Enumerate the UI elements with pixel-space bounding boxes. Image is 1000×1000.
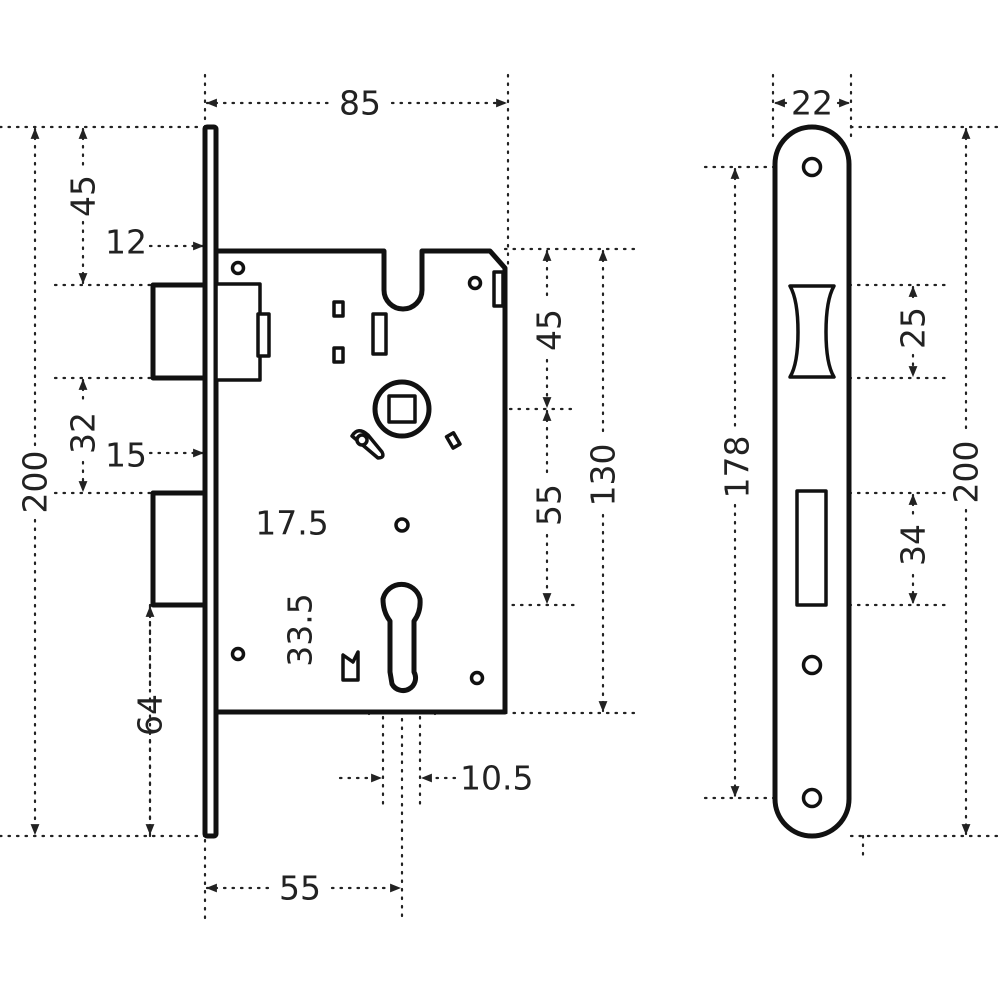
dim-label-25: 25 — [894, 307, 933, 349]
screw-hole-bottom-left — [230, 646, 246, 662]
dim-label-64: 64 — [131, 694, 170, 736]
latch-opening — [788, 284, 836, 379]
faceplate-side — [772, 124, 852, 839]
front-view — [0, 73, 637, 922]
lock-case — [213, 248, 508, 715]
stop-notch — [341, 650, 360, 682]
side-view — [703, 73, 1000, 857]
dim-label-34: 34 — [894, 524, 933, 566]
dim-label-17-5: 17.5 — [255, 504, 328, 543]
slot-small-1 — [332, 300, 345, 318]
slot-tilted — [444, 431, 462, 450]
latch-bolt — [150, 282, 208, 381]
dim-label-32: 32 — [64, 412, 103, 454]
screw-hole-top-left — [230, 260, 246, 276]
slot-tall — [371, 312, 388, 356]
slot-small-2 — [332, 346, 345, 364]
dim-label-10-5: 10.5 — [460, 759, 533, 798]
dim-label-15: 15 — [105, 436, 147, 475]
cylinder-cutout — [380, 581, 423, 694]
cylinder-center-mark — [394, 517, 410, 533]
case-tab — [492, 270, 505, 308]
dim-label-200-right: 200 — [947, 441, 986, 504]
dim-label-55-right: 55 — [530, 484, 569, 526]
latch-bolt-body — [214, 282, 262, 382]
side-extension-lines — [703, 73, 1000, 857]
dim-label-45-right: 45 — [530, 309, 569, 351]
faceplate-screw-middle — [801, 654, 823, 676]
dim-label-55-bottom: 55 — [279, 869, 321, 908]
cam-lever — [350, 429, 385, 460]
deadbolt — [150, 490, 208, 608]
dim-label-178: 178 — [718, 436, 757, 499]
dim-label-33-5: 33.5 — [281, 593, 320, 666]
dim-label-85: 85 — [339, 84, 381, 123]
faceplate-screw-bottom — [801, 787, 823, 809]
side-dimension-lines — [730, 98, 971, 836]
screw-hole-top-right — [467, 275, 483, 291]
latch-stop — [256, 312, 271, 358]
follower-hub — [372, 379, 432, 439]
screw-hole-bottom-right — [469, 670, 485, 686]
deadbolt-opening — [795, 489, 828, 607]
faceplate-screw-top — [801, 156, 823, 178]
dimension-lines — [30, 98, 608, 893]
dim-label-130: 130 — [584, 444, 623, 507]
dim-label-12: 12 — [105, 223, 147, 262]
dim-label-200-left: 200 — [16, 451, 55, 514]
dim-label-22: 22 — [791, 84, 833, 123]
dimension-labels: 85 200 45 12 32 15 64 45 55 130 17.5 33.… — [16, 84, 986, 908]
dim-label-45-top: 45 — [64, 175, 103, 217]
